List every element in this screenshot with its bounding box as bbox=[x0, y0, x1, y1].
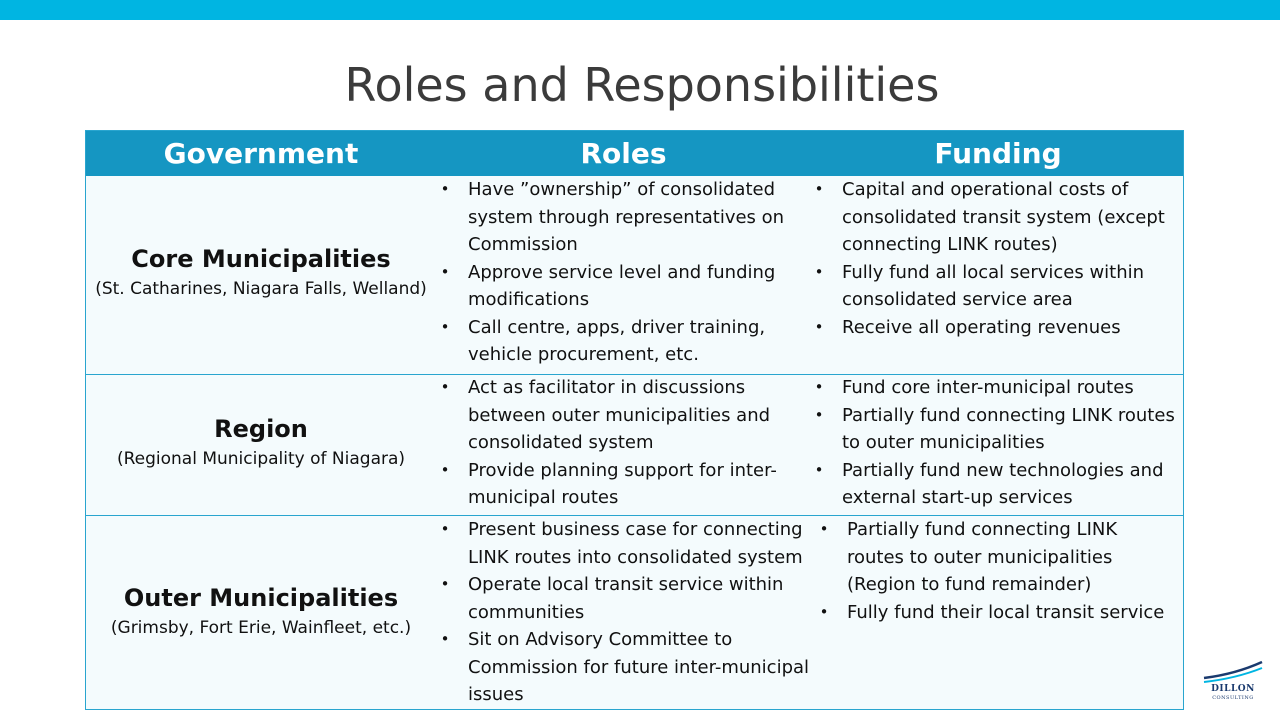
list-item: Fund core inter-municipal routes bbox=[814, 374, 1180, 402]
government-cell: Core Municipalities (St. Catharines, Nia… bbox=[86, 244, 436, 300]
roles-list: Act as facilitator in discussions betwee… bbox=[440, 374, 806, 512]
government-name: Outer Municipalities bbox=[123, 584, 399, 612]
dillon-logo: DILLON CONSULTING bbox=[1200, 660, 1266, 706]
list-item: Operate local transit service within com… bbox=[440, 571, 812, 626]
list-item: Partially fund new technologies and exte… bbox=[814, 457, 1180, 512]
government-subtitle: (Regional Municipality of Niagara) bbox=[116, 449, 406, 469]
header-roles: Roles bbox=[580, 137, 667, 170]
list-item: Partially fund connecting LINK routes to… bbox=[814, 402, 1180, 457]
roles-list: Present business case for connecting LIN… bbox=[440, 516, 812, 709]
government-cell: Region (Regional Municipality of Niagara… bbox=[86, 414, 436, 470]
government-subtitle: (Grimsby, Fort Erie, Wainfleet, etc.) bbox=[110, 618, 412, 638]
logo-subtitle: CONSULTING bbox=[1212, 695, 1254, 701]
government-subtitle: (St. Catharines, Niagara Falls, Welland) bbox=[95, 279, 427, 299]
funding-list: Partially fund connecting LINK routes to… bbox=[819, 516, 1179, 626]
list-item: Receive all operating revenues bbox=[814, 314, 1166, 342]
list-item: Call centre, apps, driver training, vehi… bbox=[440, 314, 812, 369]
table-row: Outer Municipalities (Grimsby, Fort Erie… bbox=[86, 515, 1183, 710]
list-item: Partially fund connecting LINK routes to… bbox=[819, 516, 1179, 599]
list-item: Fully fund all local services within con… bbox=[814, 259, 1166, 314]
government-cell: Outer Municipalities (Grimsby, Fort Erie… bbox=[86, 583, 436, 639]
funding-list: Fund core inter-municipal routes Partial… bbox=[814, 374, 1180, 512]
slide-title: Roles and Responsibilities bbox=[344, 58, 940, 112]
header-government: Government bbox=[163, 137, 359, 170]
list-item: Present business case for connecting LIN… bbox=[440, 516, 812, 571]
list-item: Approve service level and funding modifi… bbox=[440, 259, 812, 314]
table-header: Government Roles Funding bbox=[86, 131, 1183, 176]
government-name: Region bbox=[214, 415, 308, 443]
funding-list: Capital and operational costs of consoli… bbox=[814, 176, 1166, 341]
logo-swoosh-icon bbox=[1203, 660, 1263, 683]
logo-name: DILLON bbox=[1211, 684, 1255, 694]
header-funding: Funding bbox=[934, 137, 1062, 170]
roles-table: Government Roles Funding Core Municipali… bbox=[85, 130, 1184, 710]
list-item: Fully fund their local transit service bbox=[819, 599, 1179, 627]
list-item: Sit on Advisory Committee to Commission … bbox=[440, 626, 812, 709]
top-accent-bar bbox=[0, 0, 1280, 20]
list-item: Have ”ownership” of consolidated system … bbox=[440, 176, 812, 259]
table-row: Core Municipalities (St. Catharines, Nia… bbox=[86, 176, 1183, 374]
roles-list: Have ”ownership” of consolidated system … bbox=[440, 176, 812, 369]
table-row: Region (Regional Municipality of Niagara… bbox=[86, 374, 1183, 515]
government-name: Core Municipalities bbox=[131, 245, 391, 273]
list-item: Act as facilitator in discussions betwee… bbox=[440, 374, 806, 457]
list-item: Provide planning support for inter-munic… bbox=[440, 457, 806, 512]
list-item: Capital and operational costs of consoli… bbox=[814, 176, 1166, 259]
